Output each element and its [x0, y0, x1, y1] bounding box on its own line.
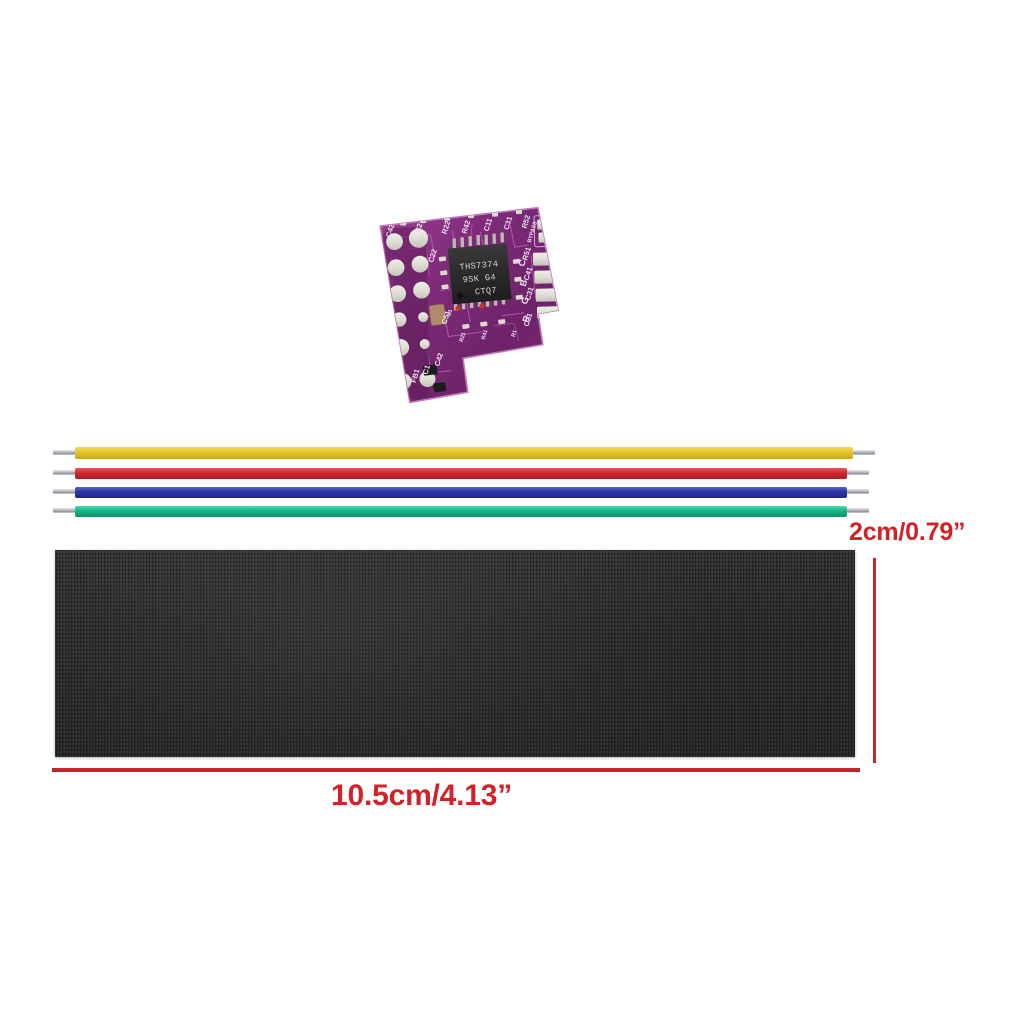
silk-r22: R22 [440, 220, 453, 236]
pcb-silk-left: FB1 C1 C42 C51 [409, 310, 453, 384]
wire-body-yellow [75, 447, 853, 459]
pad-sheen-overlay [55, 550, 855, 757]
ic-marking-line3: CTQ7 [474, 285, 497, 297]
dimension-line-height [873, 558, 876, 763]
label-c: C [516, 258, 528, 268]
silk-r1: R1 [511, 329, 519, 337]
pcb-ic-ths7374: THS7374 9SK G4 CTQ7 [447, 232, 512, 311]
wire-tip-left-yellow [53, 450, 75, 455]
label-r: R [521, 314, 533, 324]
silk-c42-top: C42 [384, 223, 397, 239]
pcb-silk-bottom: R21 R41 R1 U1 [446, 309, 519, 343]
black-fabric-pad [55, 550, 855, 757]
silk-r42: R42 [460, 219, 473, 235]
silk-c31: C31 [502, 215, 515, 231]
silk-c41: C41 [522, 266, 535, 282]
silk-r51: R51 [520, 246, 533, 262]
wire-tip-right-blue [847, 489, 869, 494]
silk-r52: R52 [520, 214, 533, 230]
silk-u1: U1 [446, 309, 454, 317]
silk-c1: C1 [421, 364, 432, 376]
dimension-line-width [52, 768, 860, 772]
dimension-label-width: 10.5cm/4.13” [331, 779, 513, 812]
rgb-amp-pcb: THS7374 9SK G4 CTQ7 [360, 194, 593, 427]
silk-c51: C51 [440, 310, 453, 326]
silk-r32: R32 [412, 222, 425, 238]
wire-blue [53, 485, 869, 499]
dimension-label-height: 2cm/0.79” [849, 518, 966, 546]
wire-red [53, 466, 869, 480]
wire-green [53, 504, 869, 518]
wire-tip-right-red [847, 470, 869, 475]
silk-fb1: FB1 [409, 368, 422, 384]
wire-tip-left-red [53, 470, 75, 475]
label-b: B [518, 278, 530, 288]
wire-yellow [53, 446, 875, 460]
pcb-silk-top: C42 R32 R22 R42 C11 C31 R52 C22 [384, 214, 533, 264]
wire-tip-right-yellow [853, 450, 875, 455]
pcb-silk-right: R51 C41 C31 C21 [520, 246, 536, 328]
ic-part-number: THS7374 [459, 259, 499, 272]
wire-tip-left-blue [53, 489, 75, 494]
wire-body-blue [75, 487, 847, 498]
silk-c22: C22 [426, 248, 439, 264]
silk-c21: C21 [522, 312, 535, 328]
silk-r21: R21 [459, 332, 468, 343]
silk-c42: C42 [432, 352, 445, 368]
ic-marking-line2: 9SK G4 [462, 272, 496, 285]
wire-tip-left-green [53, 508, 75, 513]
wire-body-green [75, 506, 847, 517]
silk-c31-right: C31 [523, 286, 536, 302]
pcb-illustration: THS7374 9SK G4 CTQ7 [379, 206, 560, 404]
silk-c11: C11 [482, 217, 494, 232]
silk-r41: R41 [481, 329, 490, 340]
wire-body-red [75, 468, 847, 479]
wire-tip-right-green [847, 508, 869, 513]
label-g: G [519, 296, 531, 306]
